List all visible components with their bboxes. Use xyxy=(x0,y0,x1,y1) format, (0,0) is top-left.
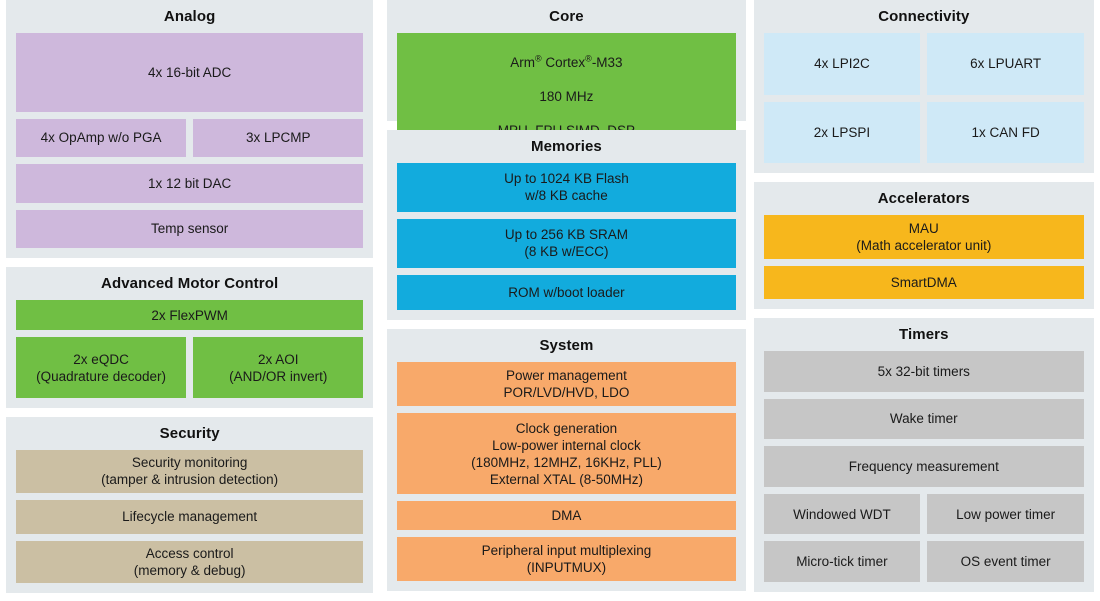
memories-row-2: ROM w/boot loader xyxy=(397,274,736,310)
timers-row-0: 5x 32-bit timers xyxy=(763,351,1084,392)
block-mau[interactable]: MAU (Math accelerator unit) xyxy=(763,215,1084,260)
panel-timers: Timers 5x 32-bit timers Wake timer Frequ… xyxy=(753,318,1094,592)
block-aoi[interactable]: 2x AOI (AND/OR invert) xyxy=(193,337,364,398)
block-sram[interactable]: Up to 256 KB SRAM (8 KB w/ECC) xyxy=(397,218,736,268)
block-wake-timer[interactable]: Wake timer xyxy=(763,398,1084,440)
analog-row-2: 1x 12 bit DAC xyxy=(16,164,364,203)
block-power-management[interactable]: Power management POR/LVD/HVD, LDO xyxy=(397,362,736,406)
panel-title-memories: Memories xyxy=(531,138,602,155)
cpu-name-cortex: Cortex xyxy=(541,55,586,70)
block-dma[interactable]: DMA xyxy=(397,501,736,531)
panel-title-connectivity: Connectivity xyxy=(878,8,970,25)
analog-row-0: 4x 16-bit ADC xyxy=(16,33,364,112)
security-row-1: Lifecycle management xyxy=(16,499,364,534)
panel-title-timers: Timers xyxy=(899,326,949,343)
block-windowed-wdt[interactable]: Windowed WDT xyxy=(763,493,921,535)
block-lpi2c[interactable]: 4x LPI2C xyxy=(763,33,921,95)
memories-row-1: Up to 256 KB SRAM (8 KB w/ECC) xyxy=(397,218,736,268)
block-micro-tick-timer[interactable]: Micro-tick timer xyxy=(763,541,921,582)
block-flexpwm[interactable]: 2x FlexPWM xyxy=(16,300,364,331)
motor-rows: 2x FlexPWM 2x eQDC (Quadrature decoder) … xyxy=(16,300,364,398)
block-security-monitoring[interactable]: Security monitoring (tamper & intrusion … xyxy=(16,450,364,493)
system-row-0: Power management POR/LVD/HVD, LDO xyxy=(397,362,736,406)
connectivity-row-1: 2x LPSPI 1x CAN FD xyxy=(763,101,1084,163)
cpu-name-m33: -M33 xyxy=(591,55,623,70)
block-frequency-measurement[interactable]: Frequency measurement xyxy=(763,446,1084,487)
block-inputmux[interactable]: Peripheral input multiplexing (INPUTMUX) xyxy=(397,537,736,581)
block-lpuart[interactable]: 6x LPUART xyxy=(927,33,1084,95)
block-opamp[interactable]: 4x OpAmp w/o PGA xyxy=(16,118,187,158)
block-access-control[interactable]: Access control (memory & debug) xyxy=(16,540,364,583)
left-column: Analog 4x 16-bit ADC 4x OpAmp w/o PGA 3x… xyxy=(0,0,379,601)
panel-security: Security Security monitoring (tamper & i… xyxy=(6,417,374,593)
block-eqdc[interactable]: 2x eQDC (Quadrature decoder) xyxy=(16,337,187,398)
block-cpu-core[interactable]: Arm® Cortex®-M33 180 MHz MPU, FPU,SIMD, … xyxy=(397,33,736,143)
timers-row-4: Micro-tick timer OS event timer xyxy=(763,541,1084,582)
panel-title-system: System xyxy=(539,337,594,354)
block-32bit-timers[interactable]: 5x 32-bit timers xyxy=(763,351,1084,392)
memories-rows: Up to 1024 KB Flash w/8 KB cache Up to 2… xyxy=(397,163,736,310)
analog-rows: 4x 16-bit ADC 4x OpAmp w/o PGA 3x LPCMP … xyxy=(16,33,364,249)
security-row-0: Security monitoring (tamper & intrusion … xyxy=(16,450,364,493)
analog-row-3: Temp sensor xyxy=(16,209,364,249)
motor-row-0: 2x FlexPWM xyxy=(16,300,364,331)
security-rows: Security monitoring (tamper & intrusion … xyxy=(16,450,364,583)
block-flash[interactable]: Up to 1024 KB Flash w/8 KB cache xyxy=(397,163,736,212)
accelerators-row-0: MAU (Math accelerator unit) xyxy=(763,215,1084,260)
security-row-2: Access control (memory & debug) xyxy=(16,540,364,583)
system-row-2: DMA xyxy=(397,501,736,531)
right-column: Connectivity 4x LPI2C 6x LPUART 2x LPSPI… xyxy=(753,0,1100,601)
panel-accelerators: Accelerators MAU (Math accelerator unit)… xyxy=(753,182,1094,309)
panel-system: System Power management POR/LVD/HVD, LDO… xyxy=(387,329,746,591)
block-lpcmp[interactable]: 3x LPCMP xyxy=(193,118,364,158)
cpu-name-arm: Arm xyxy=(510,55,536,70)
panel-analog: Analog 4x 16-bit ADC 4x OpAmp w/o PGA 3x… xyxy=(6,0,374,258)
block-os-event-timer[interactable]: OS event timer xyxy=(927,541,1084,582)
system-row-3: Peripheral input multiplexing (INPUTMUX) xyxy=(397,537,736,581)
block-lpspi[interactable]: 2x LPSPI xyxy=(763,101,921,163)
block-rom-bootloader[interactable]: ROM w/boot loader xyxy=(397,274,736,310)
block-dac[interactable]: 1x 12 bit DAC xyxy=(16,164,364,203)
block-smartdma[interactable]: SmartDMA xyxy=(763,266,1084,299)
core-row-0: Arm® Cortex®-M33 180 MHz MPU, FPU,SIMD, … xyxy=(397,33,736,143)
registered-icon-2: ® xyxy=(585,53,592,64)
system-rows: Power management POR/LVD/HVD, LDO Clock … xyxy=(397,362,736,581)
panel-memories: Memories Up to 1024 KB Flash w/8 KB cach… xyxy=(387,130,746,320)
block-clock-generation[interactable]: Clock generation Low-power internal cloc… xyxy=(397,412,736,495)
block-lifecycle-management[interactable]: Lifecycle management xyxy=(16,499,364,534)
panel-connectivity: Connectivity 4x LPI2C 6x LPUART 2x LPSPI… xyxy=(753,0,1094,173)
panel-advanced-motor-control: Advanced Motor Control 2x FlexPWM 2x eQD… xyxy=(6,267,374,408)
block-temp-sensor[interactable]: Temp sensor xyxy=(16,209,364,249)
timers-row-3: Windowed WDT Low power timer xyxy=(763,493,1084,535)
timers-rows: 5x 32-bit timers Wake timer Frequency me… xyxy=(763,351,1084,582)
middle-column: Core Arm® Cortex®-M33 180 MHz MPU, FPU,S… xyxy=(387,0,746,601)
analog-row-1: 4x OpAmp w/o PGA 3x LPCMP xyxy=(16,118,364,158)
block-adc[interactable]: 4x 16-bit ADC xyxy=(16,33,364,112)
memories-row-0: Up to 1024 KB Flash w/8 KB cache xyxy=(397,163,736,212)
panel-title-core: Core xyxy=(549,8,584,25)
block-low-power-timer[interactable]: Low power timer xyxy=(927,493,1084,535)
accelerators-rows: MAU (Math accelerator unit) SmartDMA xyxy=(763,215,1084,299)
motor-row-1: 2x eQDC (Quadrature decoder) 2x AOI (AND… xyxy=(16,337,364,398)
registered-icon-1: ® xyxy=(535,53,542,64)
panel-title-security: Security xyxy=(159,425,220,442)
panel-title-accelerators: Accelerators xyxy=(877,190,970,207)
timers-row-2: Frequency measurement xyxy=(763,446,1084,487)
connectivity-rows: 4x LPI2C 6x LPUART 2x LPSPI 1x CAN FD xyxy=(763,33,1084,163)
core-rows: Arm® Cortex®-M33 180 MHz MPU, FPU,SIMD, … xyxy=(397,33,736,143)
panel-title-analog: Analog xyxy=(163,8,216,25)
block-can-fd[interactable]: 1x CAN FD xyxy=(927,101,1084,163)
panel-title-motor-control: Advanced Motor Control xyxy=(101,275,279,292)
accelerators-row-1: SmartDMA xyxy=(763,266,1084,299)
system-row-1: Clock generation Low-power internal cloc… xyxy=(397,412,736,495)
panel-core: Core Arm® Cortex®-M33 180 MHz MPU, FPU,S… xyxy=(387,0,746,143)
connectivity-row-0: 4x LPI2C 6x LPUART xyxy=(763,33,1084,95)
cpu-frequency: 180 MHz xyxy=(539,89,594,104)
timers-row-1: Wake timer xyxy=(763,398,1084,440)
